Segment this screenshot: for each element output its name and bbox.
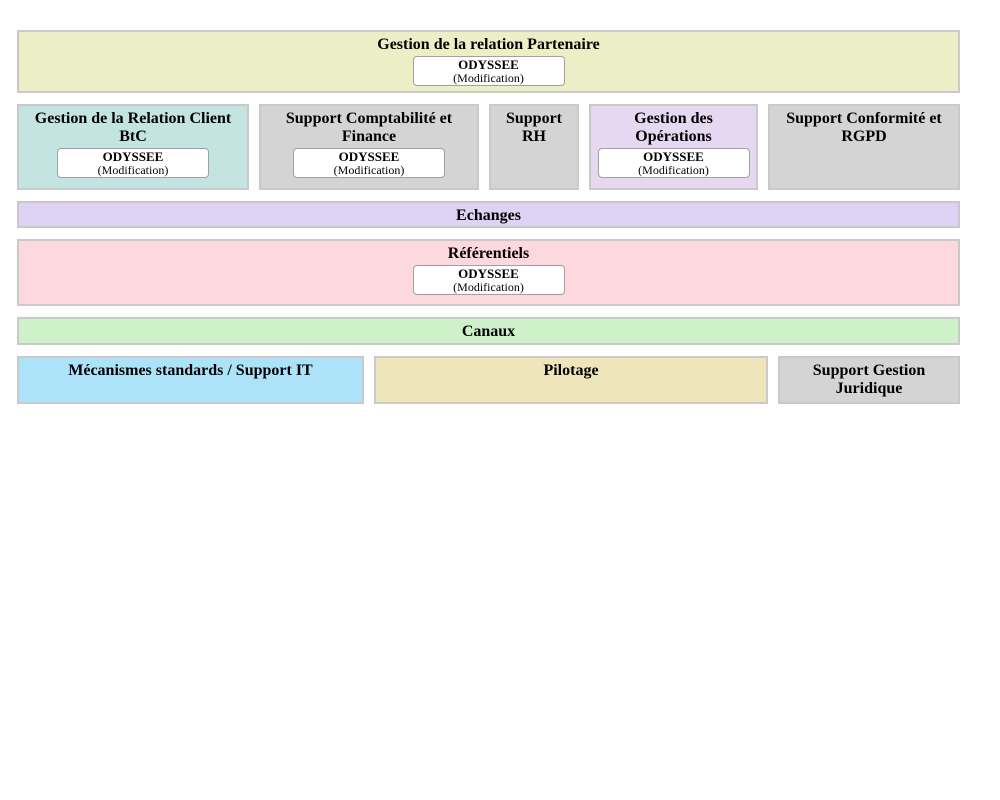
- block-title: Mécanismes standards / Support IT: [68, 362, 313, 379]
- block-support-conformite-rgpd: Support Conformité et RGPD: [768, 104, 960, 190]
- block-title: Pilotage: [543, 362, 599, 379]
- block-title: Support Gestion Juridique: [812, 362, 926, 397]
- band-echanges: Echanges: [17, 201, 960, 228]
- block-title: Gestion de la relation Partenaire: [377, 36, 600, 53]
- band-referentiels: Référentiels ODYSSEE (Modification): [17, 239, 960, 306]
- app-modification-note: (Modification): [453, 71, 524, 85]
- band-canaux: Canaux: [17, 317, 960, 345]
- app-modification-note: (Modification): [333, 163, 405, 177]
- row-partenaire: Gestion de la relation Partenaire ODYSSE…: [17, 30, 960, 93]
- block-title: Référentiels: [447, 245, 530, 262]
- app-node-odyssee[interactable]: ODYSSEE (Modification): [597, 148, 750, 178]
- block-title: Echanges: [456, 207, 521, 224]
- row-referentiels: Référentiels ODYSSEE (Modification): [17, 239, 960, 306]
- block-support-gestion-juridique: Support Gestion Juridique: [778, 356, 960, 404]
- app-name-label: ODYSSEE: [458, 266, 519, 281]
- block-title: Gestion de la Relation Client BtC: [34, 110, 232, 145]
- row-support-transverse: Mécanismes standards / Support IT Pilota…: [17, 356, 960, 404]
- app-name-label: ODYSSEE: [102, 149, 164, 164]
- block-mecanismes-standards-support-it: Mécanismes standards / Support IT: [17, 356, 364, 404]
- row-echanges: Echanges: [17, 201, 960, 228]
- app-node-odyssee[interactable]: ODYSSEE (Modification): [412, 56, 565, 86]
- block-gestion-relation-client-btc: Gestion de la Relation Client BtC ODYSSE…: [17, 104, 249, 190]
- app-node-odyssee[interactable]: ODYSSEE (Modification): [293, 148, 445, 178]
- capability-map-diagram: Gestion de la relation Partenaire ODYSSE…: [17, 30, 960, 415]
- app-node-odyssee[interactable]: ODYSSEE (Modification): [57, 148, 209, 178]
- block-support-comptabilite-finance: Support Comptabilité et Finance ODYSSEE …: [259, 104, 479, 190]
- app-name-label: ODYSSEE: [458, 57, 519, 72]
- block-title: Support RH: [505, 110, 563, 145]
- row-canaux: Canaux: [17, 317, 960, 345]
- app-modification-note: (Modification): [638, 163, 709, 177]
- block-gestion-relation-partenaire: Gestion de la relation Partenaire ODYSSE…: [17, 30, 960, 93]
- block-pilotage: Pilotage: [374, 356, 768, 404]
- block-title: Canaux: [461, 323, 516, 340]
- block-title: Support Conformité et RGPD: [786, 110, 942, 145]
- row-domaines-metier: Gestion de la Relation Client BtC ODYSSE…: [17, 104, 960, 190]
- block-title: Support Comptabilité et Finance: [285, 110, 453, 145]
- block-support-rh: Support RH: [489, 104, 579, 190]
- app-name-label: ODYSSEE: [338, 149, 400, 164]
- app-name-label: ODYSSEE: [643, 149, 704, 164]
- app-modification-note: (Modification): [453, 280, 524, 294]
- block-gestion-des-operations: Gestion des Opérations ODYSSEE (Modifica…: [589, 104, 758, 190]
- app-modification-note: (Modification): [97, 163, 169, 177]
- app-node-odyssee[interactable]: ODYSSEE (Modification): [412, 265, 565, 295]
- block-title: Gestion des Opérations: [634, 110, 713, 145]
